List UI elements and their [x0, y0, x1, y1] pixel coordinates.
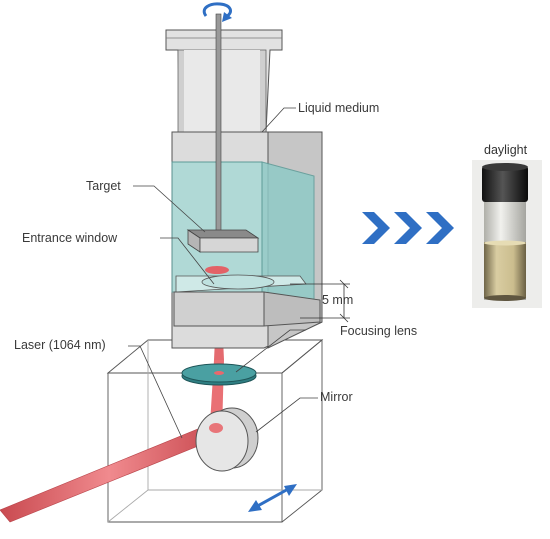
double-headed-arrow-icon: [248, 484, 297, 512]
dimension-marker: [290, 279, 350, 323]
target-label: Target: [86, 179, 121, 193]
entrance-window: [175, 266, 307, 293]
laser-label: Laser (1064 nm): [14, 338, 106, 352]
photo-caption: daylight: [484, 143, 528, 157]
dimension-label: 5 mm: [322, 293, 354, 307]
entrance-window-label: Entrance window: [22, 231, 118, 245]
vial-photo: [472, 160, 542, 308]
leader-lines: [128, 107, 318, 439]
target: [186, 229, 260, 253]
focusing-lens-label: Focusing lens: [340, 324, 418, 338]
liquid-medium-label: Liquid medium: [298, 101, 380, 115]
mirror: [195, 407, 259, 472]
mirror-label: Mirror: [320, 390, 353, 404]
rotation-arrow-icon: [202, 2, 232, 22]
triple-chevron-right-icon: [362, 212, 454, 244]
focusing-lens: [181, 363, 257, 386]
ablation-chamber: [165, 13, 323, 349]
